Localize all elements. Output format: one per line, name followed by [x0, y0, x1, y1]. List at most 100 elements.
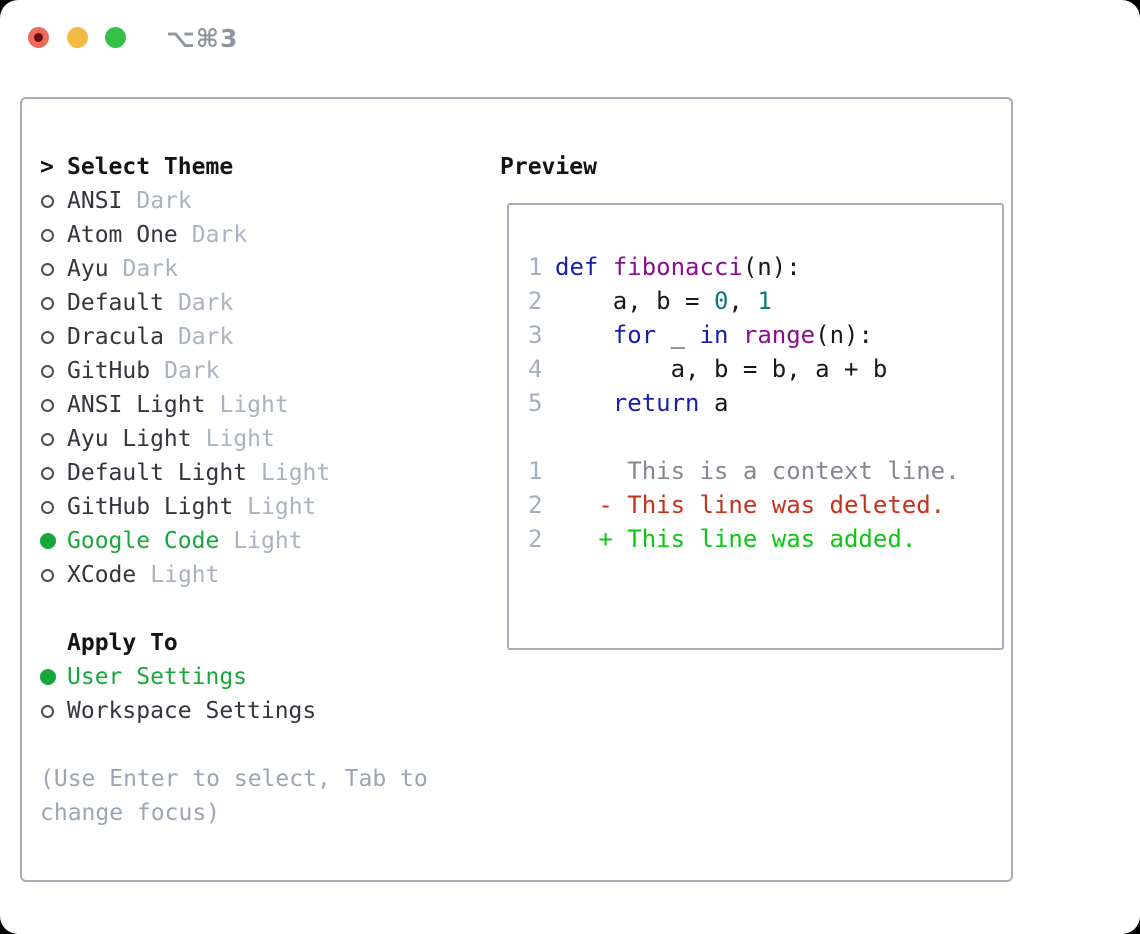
theme-option-dracula-dark-label: Dracula	[67, 324, 164, 350]
radio-icon	[41, 466, 54, 480]
radio-icon	[41, 398, 54, 412]
apply-option-user-settings[interactable]: User Settings	[40, 660, 460, 694]
code-token-kwd: in	[699, 321, 729, 349]
code-line-8: 2 - This line was deleted.	[528, 488, 1002, 522]
theme-option-default-dark-label: Default	[67, 290, 164, 316]
theme-option-github-dark-variant-tag: Dark	[164, 358, 220, 384]
radio-icon	[41, 194, 54, 208]
spacer	[40, 728, 460, 762]
radio-icon	[41, 704, 54, 718]
radio-icon	[41, 296, 54, 310]
spacer	[40, 592, 460, 626]
code-line-9: 2 + This line was added.	[528, 522, 1002, 556]
code-token-pln: a	[699, 389, 729, 417]
code-token-add: + This line was added.	[555, 525, 917, 553]
line-number: 2	[528, 287, 543, 315]
theme-option-default-dark-variant-tag: Dark	[177, 290, 234, 316]
zoom-button[interactable]	[105, 27, 126, 48]
code-token-ctx: This is a context line.	[555, 457, 960, 485]
theme-option-github-light-light-variant-tag: Light	[247, 494, 317, 520]
radio-icon	[41, 330, 54, 344]
theme-option-xcode-light[interactable]: XCode Light	[40, 558, 460, 592]
code-token-pln: a, b =	[555, 287, 714, 315]
theme-option-ansi-light-light-variant-tag: Light	[219, 392, 289, 418]
code-token-lit: 0	[713, 287, 729, 315]
theme-option-xcode-light-variant-tag: Light	[150, 562, 220, 588]
theme-option-default-dark[interactable]: Default Dark	[40, 286, 460, 320]
radio-selected-icon	[40, 669, 56, 685]
theme-option-atom-one-dark[interactable]: Atom One Dark	[40, 218, 460, 252]
theme-option-google-code-light-variant-tag: Light	[233, 528, 303, 554]
radio-icon	[41, 262, 54, 276]
theme-option-github-dark[interactable]: GitHub Dark	[40, 354, 460, 388]
code-token-del: - This line was deleted.	[555, 491, 946, 519]
code-line-6	[528, 420, 1002, 454]
code-line-5: 5 return a	[528, 386, 1002, 420]
code-line-2: 2 a, b = 0, 1	[528, 284, 1002, 318]
code-line-7: 1 This is a context line.	[528, 454, 1002, 488]
theme-option-google-code-light-label: Google Code	[67, 528, 220, 554]
line-number: 5	[528, 389, 543, 417]
close-button[interactable]	[28, 27, 49, 48]
theme-option-ayu-light-light-label: Ayu Light	[67, 426, 192, 452]
radio-icon	[41, 364, 54, 378]
apply-to-header: Apply To	[40, 626, 460, 660]
line-number: 3	[528, 321, 543, 349]
preview-title: Preview	[500, 154, 597, 180]
theme-option-ayu-dark[interactable]: Ayu Dark	[40, 252, 460, 286]
theme-option-google-code-light[interactable]: Google Code Light	[40, 524, 460, 558]
line-number: 1	[528, 457, 543, 485]
theme-option-atom-one-dark-variant-tag: Dark	[191, 222, 248, 248]
code-token-pln	[555, 321, 613, 349]
code-token-lit: 1	[757, 287, 772, 315]
code-token-pln: _	[656, 321, 700, 349]
titlebar: ⌥⌘3	[0, 0, 1140, 70]
code-token-kwd: return	[612, 389, 700, 417]
code-token-pln	[598, 253, 612, 281]
code-token-typ: range	[742, 321, 816, 349]
code-token-pln: a, b = b, a + b	[555, 355, 888, 383]
apply-to-title: Apply To	[67, 630, 178, 656]
theme-option-github-light-light-label: GitHub Light	[67, 494, 234, 520]
theme-option-ayu-dark-label: Ayu	[67, 256, 109, 282]
theme-option-ayu-dark-variant-tag: Dark	[122, 256, 178, 282]
theme-option-default-light-light-label: Default Light	[67, 460, 248, 486]
code-line-3: 3 for _ in range(n):	[528, 318, 1002, 352]
theme-option-dracula-dark-variant-tag: Dark	[177, 324, 234, 350]
theme-option-atom-one-dark-label: Atom One	[67, 222, 178, 248]
line-number: 1	[528, 253, 543, 281]
theme-option-github-dark-label: GitHub	[67, 358, 151, 384]
theme-option-ansi-dark-variant-tag: Dark	[136, 188, 192, 214]
theme-option-ayu-light-light[interactable]: Ayu Light Light	[40, 422, 460, 456]
radio-icon	[41, 228, 54, 242]
prompt-caret: >	[40, 154, 54, 180]
line-number: 2	[528, 491, 543, 519]
radio-icon	[41, 500, 54, 514]
code-token-kwd: for	[612, 321, 657, 349]
code-token-pln	[555, 389, 613, 417]
apply-option-workspace-settings[interactable]: Workspace Settings	[40, 694, 460, 728]
theme-option-default-light-light[interactable]: Default Light Light	[40, 456, 460, 490]
code-token-pln: (n):	[742, 253, 801, 281]
theme-option-default-light-light-variant-tag: Light	[261, 460, 331, 486]
theme-option-ayu-light-light-variant-tag: Light	[205, 426, 275, 452]
minimize-button[interactable]	[67, 27, 88, 48]
code-token-pln	[728, 321, 742, 349]
select-theme-header: > Select Theme	[40, 150, 460, 184]
keyboard-hint: (Use Enter to select, Tab to change focu…	[40, 766, 428, 826]
code-token-kwd: def	[555, 253, 599, 281]
theme-option-xcode-light-label: XCode	[67, 562, 137, 588]
apply-option-workspace-settings-label: Workspace Settings	[67, 698, 317, 724]
line-number: 4	[528, 355, 543, 383]
theme-option-github-light-light[interactable]: GitHub Light Light	[40, 490, 460, 524]
theme-option-dracula-dark[interactable]: Dracula Dark	[40, 320, 460, 354]
